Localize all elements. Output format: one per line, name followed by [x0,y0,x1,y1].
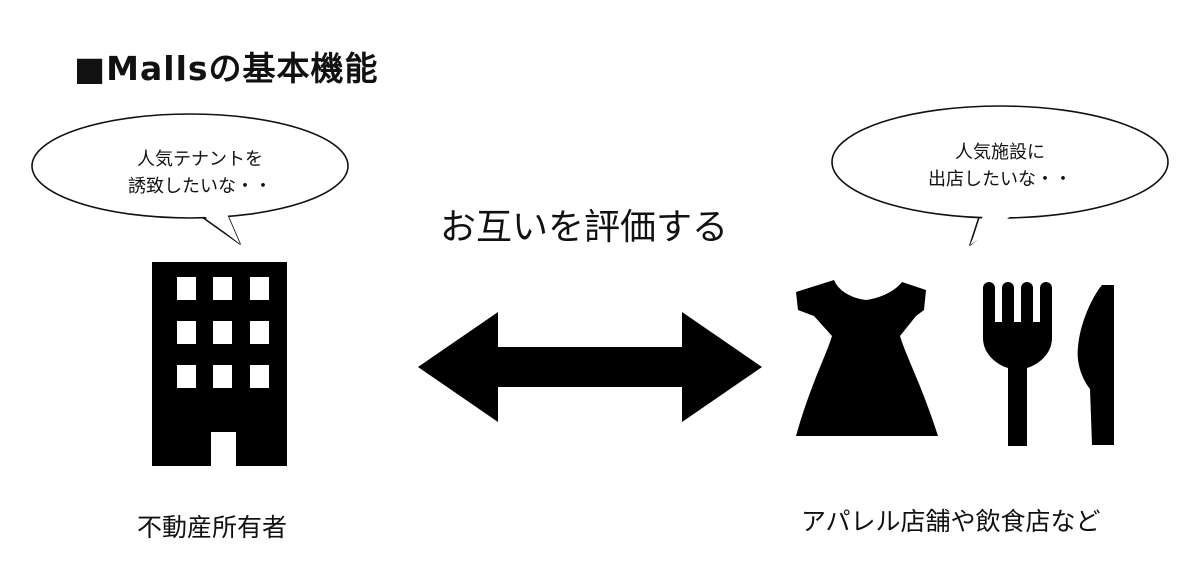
right-speech-line-1: 人気施設に [955,142,1045,163]
knife-icon [1077,285,1114,445]
right-party-label: アパレル店舗や飲食店など [801,507,1101,536]
fork-icon [983,282,1052,446]
dress-icon [796,280,938,436]
relation-label: お互いを評価する [440,207,729,248]
office-building-icon [152,262,287,466]
left-speech-line-2: 誘致したいな・・ [128,176,272,197]
page-title: ■Mallsの基本機能 [74,49,379,88]
double-arrow-icon [418,312,762,422]
right-speech-bubble [831,105,1169,246]
left-speech-text: 人気テナントを 誘致したいな・・ [90,146,310,200]
left-speech-bubble [31,113,349,245]
left-speech-line-1: 人気テナントを [137,149,263,170]
right-speech-line-2: 出店したいな・・ [928,169,1072,190]
right-speech-text: 人気施設に 出店したいな・・ [890,139,1110,193]
left-party-label: 不動産所有者 [137,513,288,542]
